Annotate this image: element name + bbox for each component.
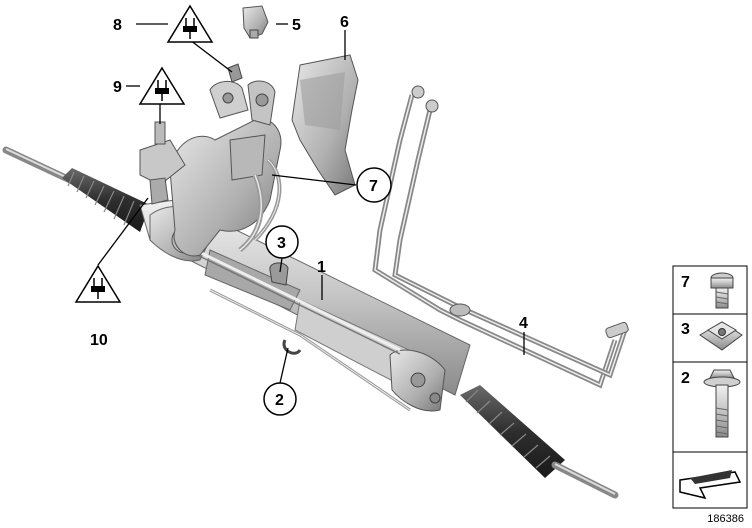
callout-1: 1 — [317, 259, 326, 276]
heat-shield — [291, 54, 359, 196]
callout-circle-3 — [265, 225, 299, 259]
callout-circle-7 — [356, 167, 392, 203]
callout-4: 4 — [519, 315, 528, 332]
legend-label-7: 7 — [681, 274, 690, 291]
sensor-5 — [242, 5, 269, 39]
callout-8: 8 — [113, 17, 122, 34]
valve-body — [139, 63, 282, 257]
electrical-plug-warning-icon — [138, 66, 186, 105]
callout-2: 2 — [275, 392, 284, 409]
tie-rod-right — [551, 461, 619, 499]
bolt-icon — [710, 272, 734, 309]
tie-rod-left — [2, 146, 74, 184]
bellows-boot-right — [460, 385, 565, 478]
pressure-lines — [372, 85, 629, 389]
collar-screw-icon — [703, 369, 741, 438]
callout-9: 9 — [113, 79, 122, 96]
callout-7: 7 — [369, 178, 378, 195]
leader-lines — [97, 23, 525, 384]
direction-arrow-icon — [679, 470, 742, 500]
parts-legend: 7 3 2 — [672, 265, 748, 509]
legend-label-3: 3 — [681, 321, 690, 338]
diagram-number: 186386 — [707, 513, 744, 525]
electrical-plug-warning-icon — [166, 4, 214, 43]
callout-3: 3 — [277, 235, 286, 252]
callout-circle-2 — [263, 382, 297, 416]
callout-10: 10 — [90, 332, 108, 349]
callout-6: 6 — [340, 14, 349, 31]
legend-label-2: 2 — [681, 370, 690, 387]
bellows-boot-left — [62, 168, 150, 232]
electrical-plug-warning-icon — [74, 264, 122, 303]
clip-nut-icon — [699, 321, 743, 351]
callout-5: 5 — [292, 17, 301, 34]
